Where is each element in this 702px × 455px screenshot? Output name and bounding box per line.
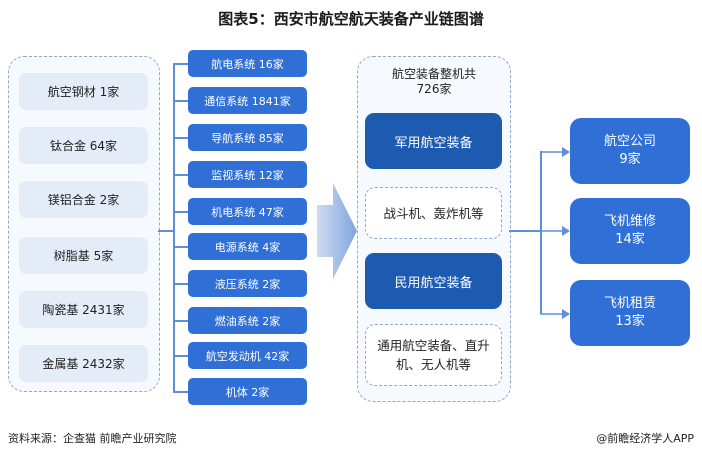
stub-1 (173, 63, 188, 65)
material-item-titanium: 钛合金 64家 (19, 127, 148, 164)
military-aircraft-box: 军用航空装备 (365, 113, 502, 169)
system-item-fuel: 燃油系统 2家 (188, 307, 307, 334)
materials-panel (8, 56, 160, 392)
brand-note: @前瞻经济学人APP (596, 432, 694, 445)
stub-8 (173, 320, 188, 322)
system-item-avionics: 航电系统 16家 (188, 50, 307, 77)
stub-9 (173, 355, 188, 357)
civil-aircraft-box: 民用航空装备 (365, 253, 502, 309)
chart-title: 图表5：西安市航空航天装备产业链图谱 (218, 10, 484, 28)
system-item-communication: 通信系统 1841家 (188, 87, 307, 114)
aircraft-header-line1: 航空装备整机共 (391, 67, 476, 81)
material-item-metal: 金属基 2432家 (19, 345, 148, 382)
system-item-power: 电源系统 4家 (188, 233, 307, 260)
connector-aircraft-outputs (509, 230, 540, 232)
aircraft-header-count: 726家 (416, 82, 452, 96)
stub-5 (173, 211, 188, 213)
civil-examples-box: 通用航空装备、直升机、无人机等 (365, 324, 502, 386)
system-item-electromechanical: 机电系统 47家 (188, 198, 307, 225)
stub-4 (173, 174, 188, 176)
aircraft-header: 航空装备整机共 726家 (361, 67, 507, 97)
stub-10 (173, 391, 188, 393)
output-maintenance-label: 飞机维修 (603, 214, 656, 229)
output-leasing: 飞机租赁 13家 (570, 280, 690, 346)
output-maintenance-count: 14家 (615, 232, 645, 247)
material-item-mg-al: 镁铝合金 2家 (19, 181, 148, 218)
output-airline: 航空公司 9家 (570, 118, 690, 184)
output-maintenance: 飞机维修 14家 (570, 198, 690, 264)
stub-7 (173, 283, 188, 285)
system-item-engine: 航空发动机 42家 (188, 342, 307, 369)
system-item-surveillance: 监视系统 12家 (188, 161, 307, 188)
outputs-bracket (540, 151, 542, 314)
stub-6 (173, 246, 188, 248)
arrow-to-leasing-icon (540, 309, 570, 319)
material-item-ceramic: 陶瓷基 2431家 (19, 291, 148, 328)
system-item-hydraulic: 液压系统 2家 (188, 270, 307, 297)
arrow-to-maintenance-icon (540, 226, 570, 236)
source-note: 资料来源：企查猫 前瞻产业研究院 (8, 432, 177, 445)
output-leasing-label: 飞机租赁 (603, 296, 656, 311)
connector-materials-systems (158, 230, 173, 232)
flow-arrow-icon (317, 183, 357, 279)
output-airline-label: 航空公司 (603, 134, 656, 149)
material-item-resin: 树脂基 5家 (19, 237, 148, 274)
systems-bracket (173, 63, 175, 392)
arrow-to-airline-icon (540, 147, 570, 157)
output-airline-count: 9家 (619, 152, 641, 167)
material-item-steel: 航空钢材 1家 (19, 73, 148, 110)
stub-2 (173, 100, 188, 102)
stub-3 (173, 137, 188, 139)
military-examples-box: 战斗机、轰炸机等 (365, 187, 502, 239)
system-item-airframe: 机体 2家 (188, 378, 307, 405)
output-leasing-count: 13家 (615, 314, 645, 329)
system-item-navigation: 导航系统 85家 (188, 124, 307, 151)
